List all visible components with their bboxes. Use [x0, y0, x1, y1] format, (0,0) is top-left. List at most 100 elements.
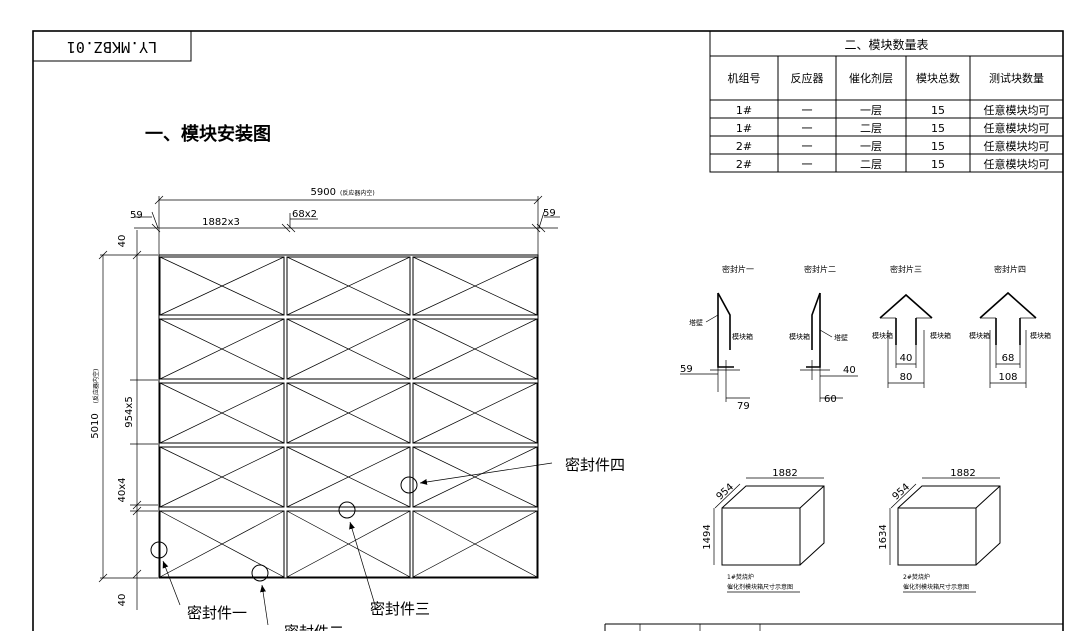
dim-overall-width: 5900 (反应器内空): [154, 187, 543, 256]
module-grid: [158, 254, 539, 579]
table-title: 二、模块数量表: [844, 37, 928, 52]
table-cell: 二层: [860, 122, 882, 135]
box-sketch-1: 1882 954 1494 1#焚烧炉 催化剂模块箱尺寸示意图: [702, 468, 825, 593]
table-header: 测试块数量: [989, 72, 1044, 85]
seal2-marker: [251, 564, 269, 582]
seal1-wall: 塔壁: [689, 318, 703, 327]
seal4-box-left: 模块箱: [969, 331, 990, 340]
box2-caption1: 2#焚烧炉: [903, 573, 930, 581]
table-cell: 2#: [736, 140, 752, 153]
seal4-label: 密封件四: [565, 456, 625, 474]
module-cell: [159, 510, 285, 578]
table-header: 催化剂层: [849, 71, 893, 85]
drawing-code: LY.MKBZ.01: [67, 38, 157, 56]
table-cell: 2#: [736, 158, 752, 171]
module-cross: [412, 446, 538, 508]
right-margin-label: 59: [543, 208, 556, 219]
seal2-wall: 塔壁: [834, 333, 848, 342]
seal2-box: 模块箱: [789, 332, 810, 341]
seal1-dim-a: 59: [680, 364, 693, 375]
code-box: [32, 30, 192, 62]
table-cell: 15: [931, 158, 945, 171]
seal4-dim-outer: 108: [998, 372, 1017, 383]
dim-row-2: 59 59 68x2 1882x3: [130, 208, 560, 233]
seal2-label: 密封件二: [284, 623, 344, 631]
module-cross: [159, 382, 285, 444]
module-cross: [286, 510, 411, 578]
module-width-label: 1882x3: [202, 217, 240, 228]
seal1-box: 模块箱: [732, 332, 753, 341]
module-cross: [159, 446, 285, 508]
title-block-edge: [604, 623, 1063, 631]
box1-caption1: 1#焚烧炉: [727, 573, 754, 581]
table-cell: 任意模块均可: [984, 121, 1050, 135]
box1-height: 1494: [702, 524, 713, 549]
box1-width: 1882: [772, 468, 797, 479]
module-cell: [286, 318, 411, 380]
gap-x-label: 68x2: [292, 209, 317, 220]
gap-y-label: 40x4: [117, 477, 128, 502]
table-cell: 一: [802, 104, 813, 117]
table-cell: 一: [802, 158, 813, 171]
seal3-box-left: 模块箱: [872, 331, 893, 340]
table-cell: 15: [931, 104, 945, 117]
module-cross: [286, 382, 411, 444]
module-cross: [412, 382, 538, 444]
seal4-marker: [400, 476, 418, 494]
overall-height-note: (反应器内空): [92, 369, 100, 404]
grid-outline: [158, 254, 539, 579]
module-cross: [286, 256, 411, 316]
seal-callouts: 密封件一 密封件二 密封件三 密封件四: [150, 456, 625, 631]
seal3-title: 密封片三: [890, 264, 922, 274]
top-margin-label: 40: [117, 235, 128, 248]
module-cross: [159, 256, 285, 316]
module-cell: [159, 256, 285, 316]
box2-height: 1634: [878, 524, 889, 549]
table-cell: 一: [802, 140, 813, 153]
module-cross: [412, 256, 538, 316]
box1-depth: 954: [715, 482, 737, 503]
seal2-title: 密封片二: [804, 264, 836, 274]
module-cell: [159, 382, 285, 444]
module-cross: [159, 510, 285, 578]
table-cell: 1#: [736, 122, 752, 135]
install-title: 一、模块安装图: [145, 123, 271, 145]
table-header: 反应器: [791, 71, 824, 85]
table-cell: 任意模块均可: [984, 157, 1050, 171]
table-cell: 1#: [736, 104, 752, 117]
module-cell: [286, 510, 411, 578]
seal1-dim-b: 79: [737, 401, 750, 412]
seal4-dim-inner: 68: [1002, 353, 1015, 364]
module-cross: [412, 318, 538, 380]
seal2-dim-b: 60: [824, 394, 837, 405]
seal3-marker: [338, 501, 356, 519]
box2-width: 1882: [950, 468, 975, 479]
module-cross: [286, 446, 411, 508]
seal3-dim-inner: 40: [900, 353, 913, 364]
table-frame: [709, 30, 1064, 173]
overall-height-label: 5010: [90, 413, 101, 438]
seal3-label: 密封件三: [370, 600, 430, 618]
seal4-box-right: 模块箱: [1030, 331, 1051, 340]
module-cell: [159, 318, 285, 380]
module-cell: [412, 256, 538, 316]
module-cell: [286, 382, 411, 444]
seal3-dim-outer: 80: [900, 372, 913, 383]
left-margin-label: 59: [130, 210, 143, 221]
table-cell: 15: [931, 140, 945, 153]
box-sketch-2: 1882 954 1634 2#焚烧炉 催化剂模块箱尺寸示意图: [878, 468, 1001, 593]
table-header: 机组号: [728, 71, 761, 85]
table-cell: 二层: [860, 158, 882, 171]
module-cell: [159, 446, 285, 508]
sheet-border: [32, 30, 1064, 631]
overall-width-label: 5900: [311, 187, 336, 198]
seal4-title: 密封片四: [994, 264, 1026, 274]
table-cell: 一层: [860, 140, 882, 153]
seal2-dim-a: 40: [843, 365, 856, 376]
box2-caption2: 催化剂模块箱尺寸示意图: [903, 583, 969, 591]
table-header: 模块总数: [916, 71, 960, 85]
module-cell: [412, 382, 538, 444]
seal1-title: 密封片一: [722, 264, 754, 274]
